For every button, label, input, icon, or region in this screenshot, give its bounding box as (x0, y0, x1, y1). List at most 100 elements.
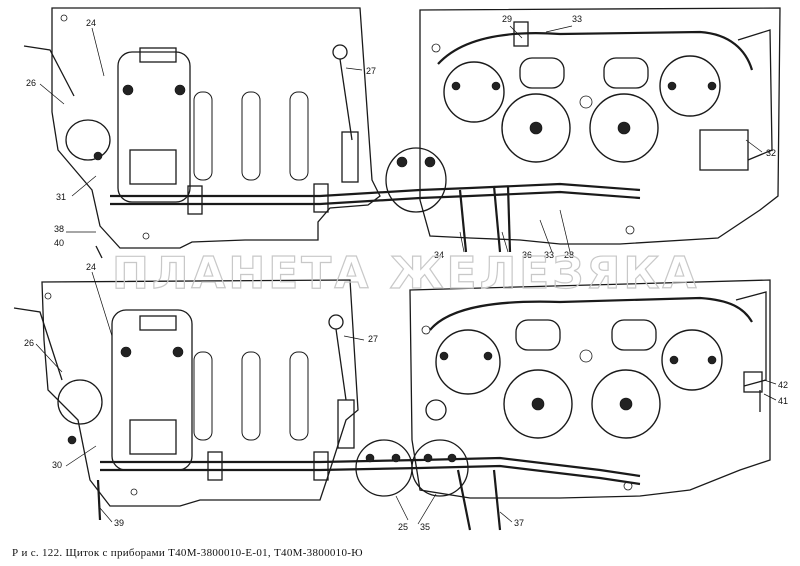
bottom-terminal-2 (172, 346, 184, 358)
bottom-label-25: 25 (398, 522, 408, 532)
bottom-label-27: 27 (368, 334, 378, 344)
top-main-harness (110, 182, 641, 198)
bottom-gauge-3-center (619, 397, 633, 411)
bottom-label-26: 26 (24, 338, 34, 348)
top-hole-2 (431, 43, 441, 53)
top-right-bracket (737, 29, 773, 161)
bottom-hole-2 (421, 325, 431, 335)
bottom-left-device-terminal (67, 435, 77, 445)
bottom-cable-37 (492, 469, 502, 531)
top-clamp (341, 131, 359, 183)
top-terminal-2 (174, 84, 186, 96)
bottom-label-39: 39 (114, 518, 124, 528)
bottom-gauge-1-terminal-2 (483, 351, 493, 361)
bottom-relay-2-terminal (423, 453, 433, 463)
top-cable-36b (506, 185, 512, 253)
top-label-27: 27 (366, 66, 376, 76)
top-relay-terminal-1 (396, 156, 408, 168)
bottom-label-41: 41 (778, 396, 788, 406)
bottom-switch-wire (13, 307, 63, 381)
bottom-upper-harness (429, 296, 753, 331)
top-bottom-wire (95, 245, 103, 259)
bottom-cable-35 (456, 469, 472, 531)
bottom-relay-1-terminal-2 (391, 453, 401, 463)
bottom-gauge-4-terminal (669, 355, 679, 365)
top-gauge-4-terminal (667, 81, 677, 91)
top-fuse-box (129, 149, 177, 185)
top-gauge-1-terminal-2 (491, 81, 501, 91)
bottom-right-bracket (735, 291, 767, 387)
bottom-gauge-4-terminal-2 (707, 355, 717, 365)
bottom-left-device (57, 379, 103, 425)
bottom-hole-1 (44, 292, 52, 300)
watermark: ПЛАНЕТА ЖЕЛЕЗЯКА (112, 248, 699, 299)
top-label-28: 28 (564, 250, 574, 260)
top-label-34: 34 (434, 250, 444, 260)
top-hole-1 (60, 14, 68, 22)
top-label-33b: 33 (544, 250, 554, 260)
bottom-right-terminal (743, 371, 763, 393)
top-hole-3 (142, 232, 150, 240)
bottom-cable-39 (96, 479, 102, 521)
bottom-panel (13, 279, 771, 531)
bottom-terminal-1 (120, 346, 132, 358)
top-harness-clip-1 (187, 185, 203, 215)
top-relay-terminal-2 (424, 156, 436, 168)
bottom-gauge-1 (435, 329, 501, 395)
top-slot-2 (241, 91, 261, 181)
bottom-ground-lug (328, 314, 344, 330)
top-switch-wire (23, 45, 75, 97)
top-connector-block (117, 51, 191, 203)
bottom-relay-2-terminal-2 (447, 453, 457, 463)
bottom-gauge-2-center (531, 397, 545, 411)
top-ground-lug (332, 44, 348, 60)
top-gauge-4-terminal-2 (707, 81, 717, 91)
top-cable-36 (492, 185, 502, 253)
top-panel-leaders (39, 25, 763, 253)
bottom-label-24: 24 (86, 262, 96, 272)
bottom-lamp-1 (515, 319, 561, 351)
bottom-slot-1 (193, 351, 213, 441)
top-panel-labels: 24 26 27 29 33 31 38 40 32 34 36 33 28 (26, 14, 776, 260)
top-upper-harness (437, 30, 754, 71)
top-label-29: 29 (502, 14, 512, 24)
top-label-40: 40 (54, 238, 64, 248)
bottom-panel-labels: 24 26 27 30 39 25 35 37 42 41 (24, 262, 788, 532)
bottom-label-30: 30 (52, 460, 62, 470)
bottom-label-37: 37 (514, 518, 524, 528)
top-label-26: 26 (26, 78, 36, 88)
top-hole-4 (625, 225, 635, 235)
top-slot-3 (289, 91, 309, 181)
top-right-housing (419, 7, 781, 245)
bottom-harness-clip-2 (313, 451, 329, 481)
top-label-31: 31 (56, 192, 66, 202)
bottom-gauge-4 (661, 329, 723, 391)
bottom-main-harness (100, 456, 641, 478)
bottom-relay-2 (411, 439, 469, 497)
top-gauge-3-center (617, 121, 631, 135)
bottom-clamp (337, 399, 355, 449)
top-label-33a: 33 (572, 14, 582, 24)
bottom-hole-3 (130, 488, 138, 496)
top-gauge-1 (443, 61, 505, 123)
top-slot-1 (193, 91, 213, 181)
bottom-indicator (579, 349, 593, 363)
top-panel (23, 7, 781, 259)
top-lamp-1 (519, 57, 565, 89)
figure-caption: Р и с. 122. Щиток с приборами Т40М-38000… (12, 547, 363, 559)
bottom-panel-leaders (35, 271, 777, 525)
top-right-box (699, 129, 749, 171)
bottom-fuse-box (129, 419, 177, 455)
bottom-main-harness-2 (100, 464, 641, 486)
bottom-harness-clip-1 (207, 451, 223, 481)
bottom-lamp-2 (611, 319, 657, 351)
top-gauge-1-terminal (451, 81, 461, 91)
top-gauge-4 (659, 55, 721, 117)
bottom-slot-3 (289, 351, 309, 441)
top-label-36: 36 (522, 250, 532, 260)
top-indicator (579, 95, 593, 109)
top-terminal-strip (139, 47, 177, 63)
top-ground-strap (339, 58, 353, 141)
top-left-housing (51, 7, 381, 249)
